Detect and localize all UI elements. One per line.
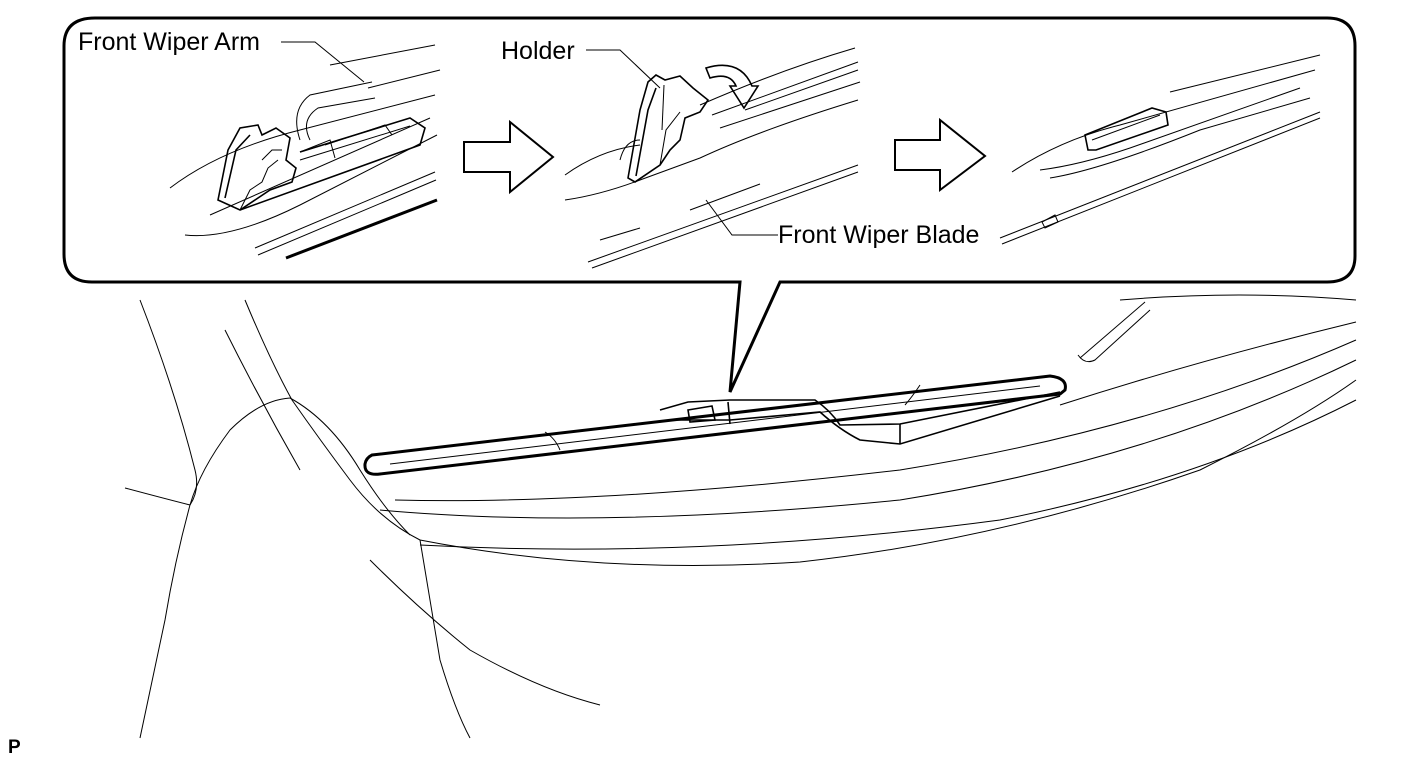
step1-illustration xyxy=(169,41,441,260)
front-wiper-arm-label: Front Wiper Arm xyxy=(78,28,260,56)
step3-illustration xyxy=(999,54,1321,245)
step-arrow-1 xyxy=(463,119,555,195)
detail-callout-frame xyxy=(62,16,1357,393)
page-code: P xyxy=(8,737,21,758)
step2-illustration xyxy=(564,47,861,269)
front-wiper-blade-label: Front Wiper Blade xyxy=(778,221,979,249)
vehicle-rear-view xyxy=(124,294,1357,739)
step-arrow-2 xyxy=(894,117,987,193)
holder-label: Holder xyxy=(501,37,575,65)
